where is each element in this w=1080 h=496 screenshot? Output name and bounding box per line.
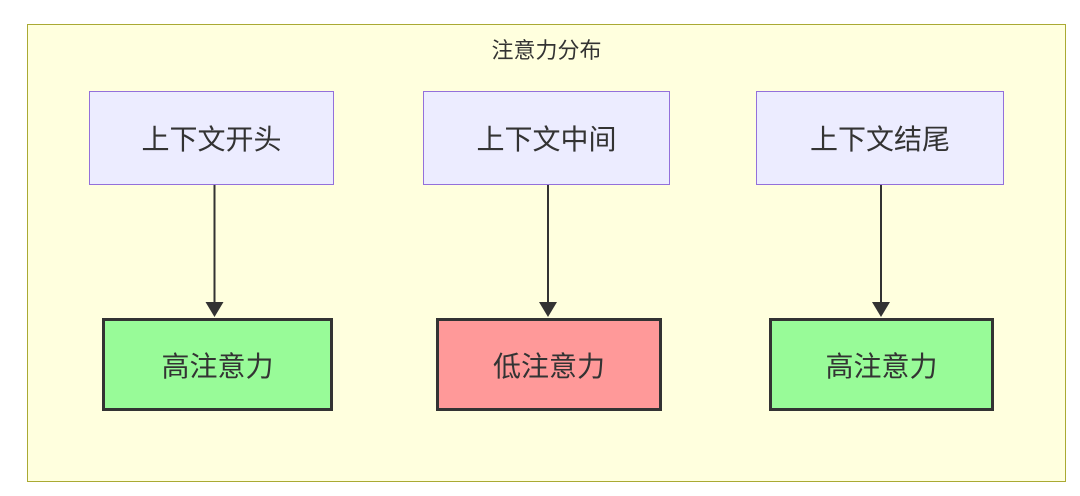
node-context-end-label: 上下文结尾 [809,124,950,155]
diagram-title: 注意力分布 [491,38,602,63]
node-high-attention-end-label: 高注意力 [825,350,938,382]
node-high-attention-start-label: 高注意力 [161,350,274,382]
attention-distribution-subgraph: 注意力分布 上下文开头 上下文中间 上下文结尾 高注意力 [27,24,1066,482]
node-context-start-label: 上下文开头 [141,124,282,155]
edge-arrow-middle-to-low [539,185,557,317]
node-context-middle: 上下文中间 [423,91,670,185]
node-low-attention-middle: 低注意力 [436,318,662,411]
node-high-attention-end: 高注意力 [769,318,994,411]
node-context-middle-label: 上下文中间 [476,124,617,155]
node-context-end: 上下文结尾 [756,91,1004,185]
node-low-attention-middle-label: 低注意力 [492,350,605,382]
edge-arrow-end-to-high [872,185,890,317]
edge-arrow-start-to-high [205,185,224,317]
node-high-attention-start: 高注意力 [102,318,333,411]
node-context-start: 上下文开头 [89,91,334,185]
